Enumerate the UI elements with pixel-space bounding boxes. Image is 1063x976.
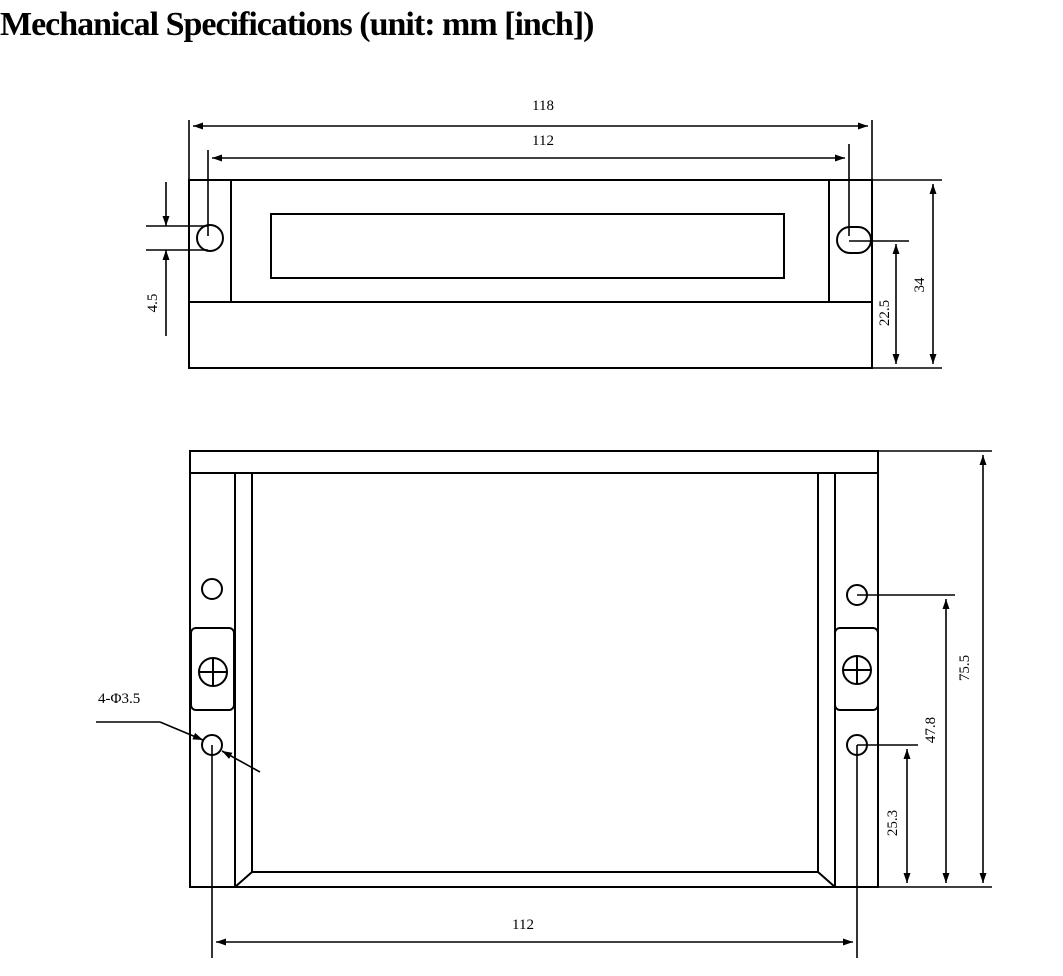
dim-4.5-label: 4.5 (145, 294, 161, 313)
left-upper-hole (201, 578, 223, 600)
left-clamp-block (190, 627, 235, 711)
dim-118-label: 118 (532, 98, 554, 114)
dim-25.3-label: 25.3 (885, 810, 901, 836)
hole-leader-arrow-2 (221, 750, 261, 773)
hole-spec-label: 4-Φ3.5 (98, 691, 140, 707)
dim-75.5-label: 75.5 (957, 655, 973, 681)
top-view: 118 112 4.5 22.5 34 (145, 98, 942, 369)
panel-bevel-right (817, 871, 836, 888)
dim-34-label: 34 (912, 277, 928, 293)
front-view: 4-Φ3.5 112 25.3 47.8 75.5 (96, 450, 992, 958)
right-clamp-block (834, 627, 879, 711)
dim-22.5-label: 22.5 (877, 300, 893, 326)
right-mounting-slot (836, 226, 872, 254)
panel-bevel-left (234, 871, 253, 888)
hole-leader-arrow (159, 721, 204, 741)
left-mounting-slot (196, 224, 224, 252)
dim-112-bottom-label: 112 (512, 917, 534, 933)
top-view-body (188, 179, 873, 369)
front-view-panel (251, 472, 819, 873)
dim-112-top-label: 112 (532, 133, 554, 149)
top-view-display-window (270, 213, 785, 279)
page-title: Mechanical Specifications (unit: mm [inc… (0, 6, 594, 43)
front-view-body (189, 450, 879, 888)
dim-47.8-label: 47.8 (923, 717, 939, 743)
